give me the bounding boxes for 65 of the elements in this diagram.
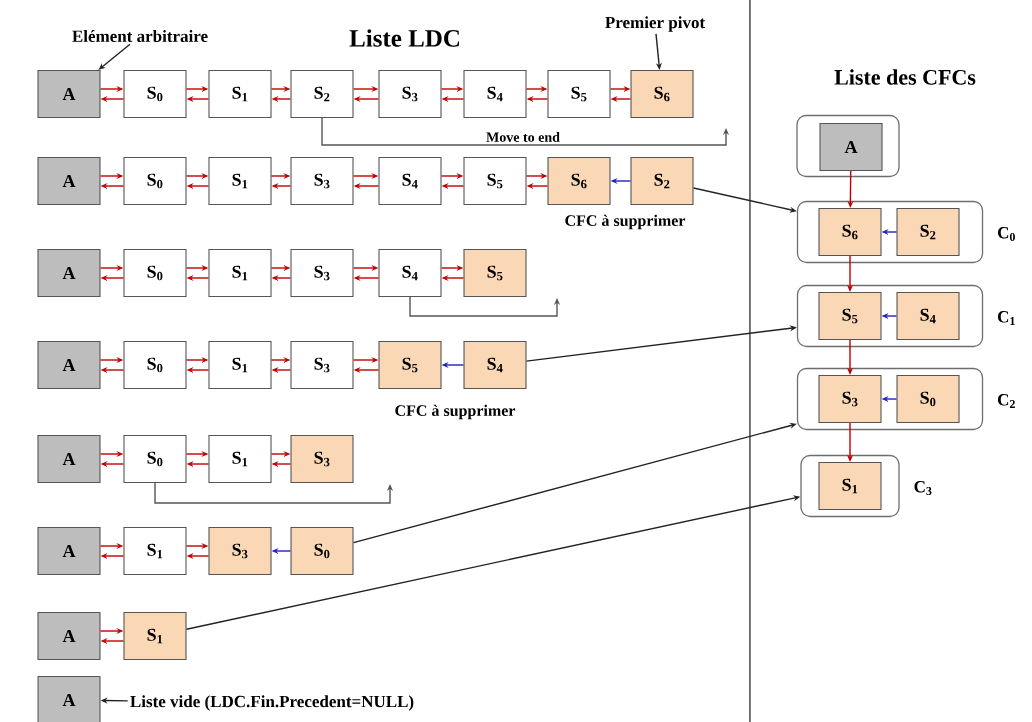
list-node: S$_{0}$ bbox=[123, 434, 187, 484]
list-node: S$_{0}$ bbox=[123, 248, 187, 298]
edge-label: Move to end bbox=[485, 131, 561, 143]
list-node: S$_{1}$ bbox=[208, 156, 272, 206]
group-box bbox=[796, 200, 984, 264]
panel-title: Liste LDC bbox=[349, 29, 459, 47]
list-node: S$_{1}$ bbox=[123, 611, 187, 661]
list-node: S$_{1}$ bbox=[208, 248, 272, 298]
list-node: A bbox=[37, 156, 101, 206]
callout-text: Liste vide (LDC.Fin.Precedent=NULL) bbox=[130, 695, 414, 711]
group-box bbox=[800, 454, 900, 518]
list-node: A bbox=[37, 434, 101, 484]
list-node: S$_{1}$ bbox=[208, 340, 272, 390]
arrow bbox=[655, 33, 662, 70]
list-node: S$_{3}$ bbox=[290, 156, 354, 206]
group-box bbox=[796, 367, 984, 431]
list-node: S$_{3}$ bbox=[290, 248, 354, 298]
group-box bbox=[796, 114, 900, 178]
list-node: S$_{0}$ bbox=[123, 340, 187, 390]
list-node: S$_{0}$ bbox=[896, 374, 960, 424]
list-node: S$_{2}$ bbox=[630, 156, 694, 206]
list-node: A bbox=[37, 340, 101, 390]
list-node: S$_{0}$ bbox=[123, 69, 187, 119]
list-node: S$_{2}$ bbox=[290, 69, 354, 119]
group-label: C$_{3}$ bbox=[914, 481, 932, 495]
list-node: S$_{6}$ bbox=[547, 156, 611, 206]
list-node: S$_{3}$ bbox=[818, 374, 882, 424]
list-node: A bbox=[819, 122, 883, 172]
note-text: CFC à supprimer bbox=[565, 214, 686, 230]
list-node: A bbox=[37, 611, 101, 661]
list-node: S$_{4}$ bbox=[463, 69, 527, 119]
list-node: A bbox=[37, 69, 101, 119]
list-node: S$_{5}$ bbox=[463, 156, 527, 206]
list-node: S$_{2}$ bbox=[896, 207, 960, 257]
group-box bbox=[796, 284, 984, 348]
group-label: C$_{2}$ bbox=[998, 394, 1015, 408]
list-node: S$_{1}$ bbox=[208, 434, 272, 484]
list-node: S$_{4}$ bbox=[896, 291, 960, 341]
list-node: S$_{1}$ bbox=[123, 526, 187, 576]
list-node: A bbox=[37, 675, 101, 722]
note-text: CFC à supprimer bbox=[395, 404, 516, 420]
list-node: S$_{3}$ bbox=[290, 340, 354, 390]
list-node: S$_{1}$ bbox=[208, 69, 272, 119]
list-node: S$_{5}$ bbox=[463, 248, 527, 298]
list-node: S$_{5}$ bbox=[818, 291, 882, 341]
list-node: S$_{4}$ bbox=[463, 340, 527, 390]
list-node: S$_{3}$ bbox=[208, 526, 272, 576]
list-node: S$_{0}$ bbox=[123, 156, 187, 206]
callout-text: Premier pivot bbox=[605, 16, 706, 32]
list-node: A bbox=[37, 526, 101, 576]
list-node: S$_{0}$ bbox=[290, 526, 354, 576]
list-node: S$_{6}$ bbox=[630, 69, 694, 119]
group-label: C$_{0}$ bbox=[998, 227, 1015, 241]
list-node: S$_{3}$ bbox=[378, 69, 442, 119]
list-node: S$_{1}$ bbox=[818, 461, 882, 511]
list-node: S$_{6}$ bbox=[818, 207, 882, 257]
list-node: S$_{5}$ bbox=[378, 340, 442, 390]
list-node: S$_{5}$ bbox=[547, 69, 611, 119]
callout-text: Elément arbitraire bbox=[72, 30, 208, 42]
list-node: S$_{4}$ bbox=[378, 156, 442, 206]
list-node: S$_{3}$ bbox=[290, 434, 354, 484]
list-node: A bbox=[37, 248, 101, 298]
panel-title: Liste des CFCs bbox=[834, 69, 976, 85]
list-node: S$_{4}$ bbox=[378, 248, 442, 298]
group-label: C$_{1}$ bbox=[998, 311, 1015, 325]
